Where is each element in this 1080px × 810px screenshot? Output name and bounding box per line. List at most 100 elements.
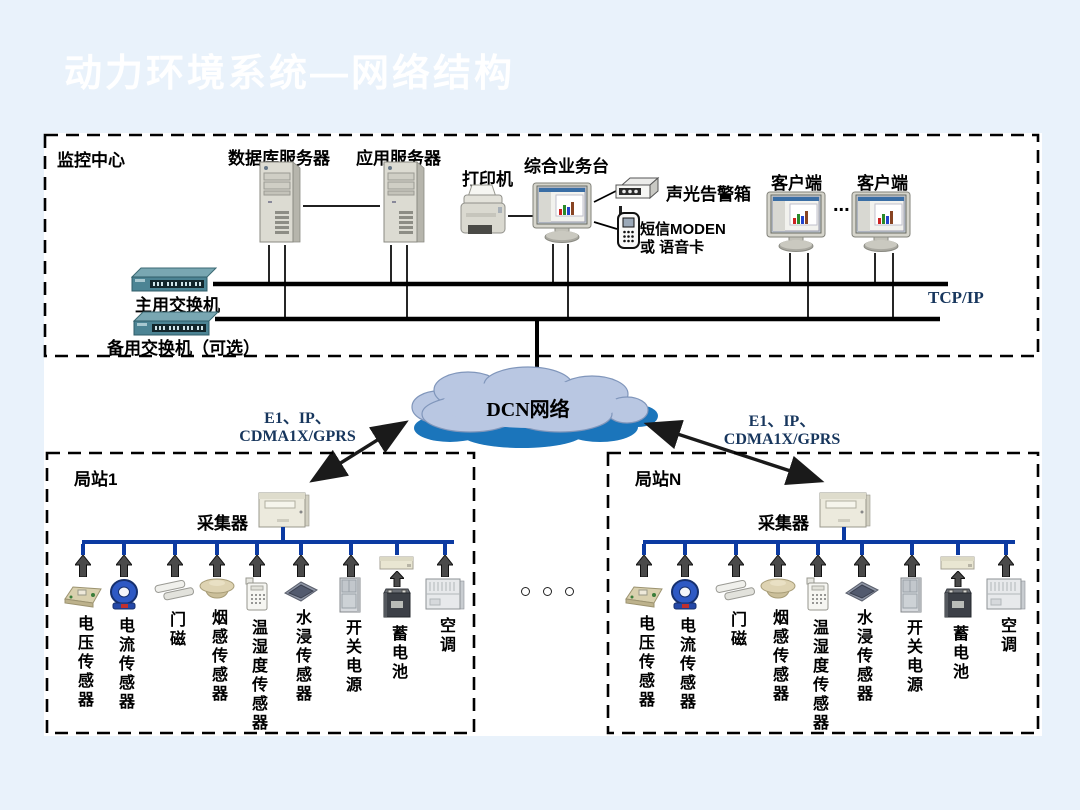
collector-icon	[257, 491, 311, 529]
station-bus	[82, 540, 454, 544]
right-link-label: E1、IP、 CDMA1X/GPRS	[712, 413, 852, 449]
up-arrow-icon	[998, 555, 1014, 577]
app-server-icon	[381, 161, 427, 245]
up-arrow-icon	[951, 571, 965, 587]
device-column: 烟感传感器	[754, 544, 802, 704]
device-label: 空调	[437, 617, 454, 655]
temp-humidity-sensor-icon	[244, 577, 270, 613]
collector-drop-line	[281, 527, 285, 541]
device-column: 空调	[421, 544, 469, 655]
app-server-label: 应用服务器	[356, 149, 441, 168]
collector-icon	[818, 491, 872, 529]
monitor-center-label: 监控中心	[57, 151, 125, 170]
aircon-icon	[985, 577, 1027, 611]
main-switch-icon	[130, 267, 218, 293]
device-label: 空调	[998, 617, 1015, 655]
modem-label-line2: 或 语音卡	[640, 239, 705, 256]
modem-label-line1: 短信MODEN	[640, 221, 726, 238]
bus-drop-line	[173, 544, 177, 555]
device-label: 水浸传感器	[854, 609, 871, 704]
backup-switch-label: 备用交换机（可选）	[107, 339, 260, 358]
switch-power-icon	[899, 577, 925, 613]
bus-drop-line	[81, 544, 85, 555]
bus-drop-line	[734, 544, 738, 555]
door-magnet-icon	[715, 577, 757, 605]
page-title: 动力环境系统—网络结构	[64, 53, 516, 95]
up-arrow-icon	[437, 555, 453, 577]
door-magnet-icon	[154, 577, 196, 605]
device-column: 空调	[982, 544, 1030, 655]
up-arrow-icon	[390, 571, 404, 587]
device-label: 蓄电池	[389, 625, 406, 682]
collector-drop-line	[842, 527, 846, 541]
console-label: 综合业务台	[524, 157, 609, 176]
protocol-label: TCP/IP	[928, 288, 984, 307]
station-box: 局站1 采集器 电压传感器电流传感器门磁烟感传感器温湿度传感器水浸传感器开关电源…	[47, 453, 474, 733]
sms-modem-icon	[616, 206, 642, 250]
client2-icon	[851, 191, 913, 253]
device-column: 电流传感器	[100, 544, 148, 712]
device-column: 开关电源	[888, 544, 936, 695]
device-label: 电压传感器	[75, 615, 92, 710]
up-arrow-icon	[770, 555, 786, 577]
left-link-line2: CDMA1X/GPRS	[239, 428, 356, 445]
bus-drop-line	[299, 544, 303, 555]
up-arrow-icon	[728, 555, 744, 577]
device-label: 电流传感器	[116, 617, 133, 712]
client1-label: 客户端	[771, 174, 822, 193]
bus-drop-line	[255, 544, 259, 555]
device-label: 水浸传感器	[293, 609, 310, 704]
temp-humidity-sensor-icon	[805, 577, 831, 613]
device-column: 电压传感器	[59, 544, 107, 710]
device-label: 烟感传感器	[770, 609, 787, 704]
left-link-line1: E1、IP、	[264, 410, 331, 427]
bus-drop-line	[910, 544, 914, 555]
up-arrow-icon	[636, 555, 652, 577]
client2-label: 客户端	[857, 174, 908, 193]
device-column: 温湿度传感器	[233, 544, 281, 733]
device-column: 烟感传感器	[193, 544, 241, 704]
up-arrow-icon	[293, 555, 309, 577]
device-label: 温湿度传感器	[249, 619, 266, 733]
battery-icon	[940, 587, 976, 619]
device-column: 门磁	[712, 544, 760, 649]
device-column: 蓄电池	[373, 544, 421, 682]
voltage-sensor-icon	[624, 577, 664, 609]
db-server-label: 数据库服务器	[228, 149, 330, 168]
dcn-cloud-label: DCN网络	[486, 399, 570, 421]
water-sensor-icon	[282, 577, 320, 603]
db-server-icon	[257, 161, 303, 245]
bus-drop-line	[860, 544, 864, 555]
right-link-line1: E1、IP、	[748, 413, 816, 430]
bus-drop-line	[349, 544, 353, 555]
up-arrow-icon	[116, 555, 132, 577]
bus-drop-line	[443, 544, 447, 555]
up-arrow-icon	[75, 555, 91, 577]
device-column: 门磁	[151, 544, 199, 649]
bus-drop-line	[215, 544, 219, 555]
device-label: 开关电源	[904, 619, 921, 695]
up-arrow-icon	[677, 555, 693, 577]
device-label: 温湿度传感器	[810, 619, 827, 733]
printer-icon	[458, 183, 508, 245]
station-box: 局站N 采集器 电压传感器电流传感器门磁烟感传感器温湿度传感器水浸传感器开关电源…	[608, 453, 1038, 733]
console-icon	[532, 182, 594, 244]
current-sensor-icon	[105, 577, 143, 611]
device-column: 水浸传感器	[277, 544, 325, 704]
device-column: 水浸传感器	[838, 544, 886, 704]
alarm-label: 声光告警箱	[666, 185, 751, 204]
bus-drop-line	[122, 544, 126, 555]
bus-drop-line	[1004, 544, 1008, 555]
device-label: 门磁	[728, 611, 745, 649]
device-column: 电流传感器	[661, 544, 709, 712]
device-label: 电压传感器	[636, 615, 653, 710]
device-column: 蓄电池	[934, 544, 982, 682]
up-arrow-icon	[810, 555, 826, 577]
station-ellipsis-icon	[521, 587, 574, 596]
battery-panel-icon	[379, 555, 415, 571]
bus-drop-line	[816, 544, 820, 555]
device-column: 电压传感器	[620, 544, 668, 710]
smoke-sensor-icon	[758, 577, 798, 603]
device-label: 烟感传感器	[209, 609, 226, 704]
